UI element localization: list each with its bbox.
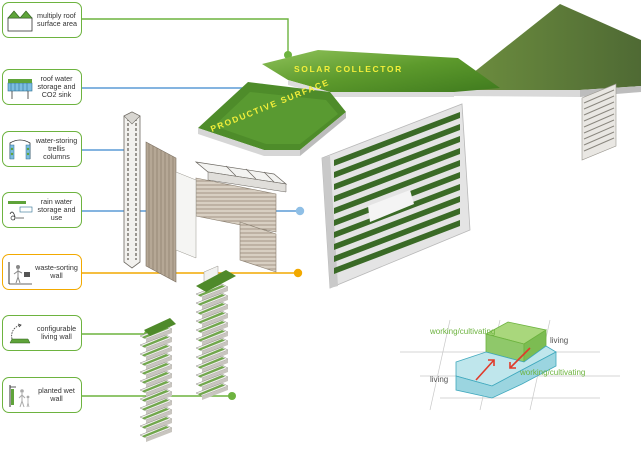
wall-bar-planting xyxy=(142,399,169,411)
legend-label: roof water storage and CO2 sink xyxy=(37,74,76,99)
wall-bar-planting xyxy=(142,381,169,393)
wall-bar-face xyxy=(146,347,172,361)
wall-bar-planting xyxy=(142,354,169,366)
legend-label: multiply roof surface area xyxy=(37,11,77,28)
legend-label: rain water storage and use xyxy=(37,197,76,222)
waste-sorting-icon xyxy=(8,262,32,285)
roof-area-icon xyxy=(7,10,33,32)
space-use-diagram xyxy=(400,319,620,411)
legend-label: planted wet wall xyxy=(38,386,75,403)
legend-roof-area: multiply roof surface area xyxy=(2,2,82,38)
wall-bar-planting xyxy=(142,336,169,348)
wall-bar-face xyxy=(202,332,228,346)
timber-panel xyxy=(145,141,177,283)
roof-water-icon xyxy=(7,79,33,99)
roof-assembly xyxy=(198,4,641,161)
connector-roof-area xyxy=(81,18,289,55)
wall-bar-face xyxy=(202,305,228,319)
wall-bar-planting xyxy=(142,417,169,429)
wall-bar-planting xyxy=(198,312,225,324)
wall-bar-face xyxy=(202,287,228,301)
solar-collector-surface xyxy=(262,50,500,92)
wall-bar-face xyxy=(146,419,172,433)
legend-trellis: water-storing trellis columns xyxy=(2,131,82,167)
trellis-column xyxy=(123,111,141,269)
wall-bar-face xyxy=(146,356,172,370)
wall-bar-planting xyxy=(142,390,169,402)
living-wall-icon xyxy=(9,323,31,344)
wall-bar-planting xyxy=(198,321,225,333)
legend-label: waste-sorting wall xyxy=(35,263,78,280)
wall-bar-face xyxy=(202,368,228,382)
legend-living-wall: configurable living wall xyxy=(2,315,82,351)
wall-bar-face xyxy=(146,374,172,388)
legend-planted-wall: planted wet wall xyxy=(2,377,82,413)
wall-bar-face xyxy=(146,428,172,442)
green-slat-wall xyxy=(321,103,471,289)
wall-bar-planting xyxy=(142,363,169,375)
wall-bar-planting xyxy=(142,408,169,420)
wall-bar-face xyxy=(146,365,172,379)
wall-bar-planting xyxy=(198,375,225,387)
wall-bar-planting xyxy=(198,285,225,297)
wall-bar-planting xyxy=(198,384,225,396)
rain-water-icon xyxy=(8,201,33,221)
wall-bar-face xyxy=(146,410,172,424)
wall-bar-planting xyxy=(142,426,169,438)
planter-boxes xyxy=(194,161,288,193)
wall-bar-face xyxy=(202,350,228,364)
wall-bar-planting xyxy=(142,372,169,384)
wall-bar-face xyxy=(146,392,172,406)
wall-bar-planting xyxy=(198,357,225,369)
wall-bar-planting xyxy=(198,348,225,360)
wall-bar-planting xyxy=(198,339,225,351)
trellis-icon xyxy=(9,139,31,160)
wall-bar-planting xyxy=(198,294,225,306)
legend-rain-water: rain water storage and use xyxy=(2,192,82,228)
wall-bar-face xyxy=(202,377,228,391)
wall-bar-face xyxy=(202,359,228,373)
louvre-panel xyxy=(581,83,617,161)
wall-bar-planting xyxy=(198,330,225,342)
wall-bar-planting xyxy=(142,345,169,357)
wall-bar-planting xyxy=(198,366,225,378)
wall-bar-face xyxy=(202,341,228,355)
roof-wing-right xyxy=(454,4,641,90)
wall-bar-face xyxy=(202,386,228,400)
slat-panels xyxy=(195,177,277,273)
configurable-living-wall xyxy=(139,270,236,442)
window-opening xyxy=(368,190,414,222)
connector-dot xyxy=(293,268,303,278)
wall-bar-face xyxy=(202,314,228,328)
wall-bar-face xyxy=(146,401,172,415)
planted-wall-icon xyxy=(9,385,30,408)
wall-bar-planting xyxy=(198,303,225,315)
connector-dot xyxy=(228,392,236,400)
legend-roof-water: roof water storage and CO2 sink xyxy=(2,69,82,105)
wall-bar-face xyxy=(202,323,228,337)
wall-bar-face xyxy=(146,329,172,343)
legend-label: configurable living wall xyxy=(36,324,77,341)
wall-bar-face xyxy=(146,338,172,352)
wall-bar-face xyxy=(146,383,172,397)
legend-label: water-storing trellis columns xyxy=(35,136,78,161)
wall-bar-face xyxy=(202,296,228,310)
legend-waste: waste-sorting wall xyxy=(2,254,82,290)
connector-dot xyxy=(295,206,305,216)
